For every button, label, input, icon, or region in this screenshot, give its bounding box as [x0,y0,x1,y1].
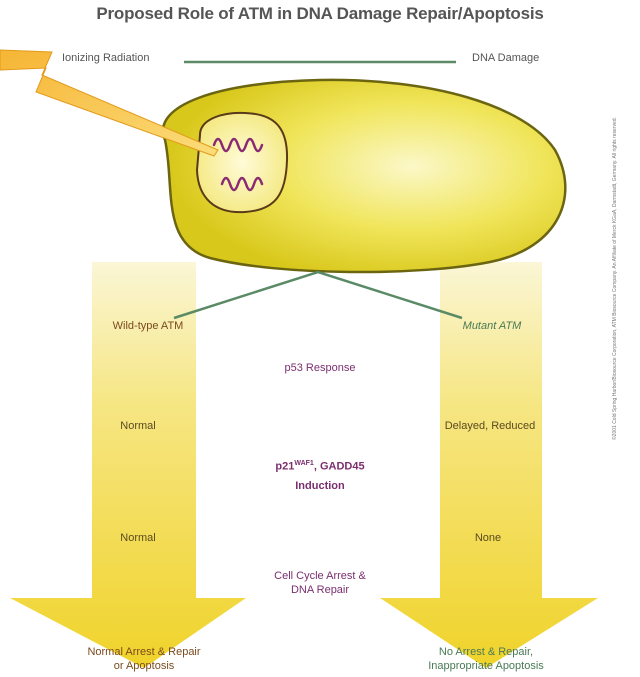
lightning-bolt-icon [0,49,219,157]
wildtype-arrow [10,262,246,668]
wildtype-induction-value: Normal [120,532,156,544]
mutant-p53-value: Delayed, Reduced [444,420,536,432]
dna-strand-icon [212,137,264,153]
diagram-title: Proposed Role of ATM in DNA Damage Repai… [96,4,544,23]
mutant-outcome-line2: Inappropriate Apoptosis [428,660,544,672]
wildtype-outcome-line1: Normal Arrest & Repair [87,646,201,658]
wildtype-outcome-line2: or Apoptosis [113,660,175,672]
mutant-outcome-line1: No Arrest & Repair, [438,646,534,658]
copyright-credit: ©2001 Cold Spring Harbor/Biosource Corpo… [612,117,618,440]
wildtype-atm-label: Wild-type ATM [112,320,184,332]
induction-label: Induction [295,480,345,492]
dna-strand-icon [220,176,264,192]
nucleus [195,111,289,214]
cell-cycle-arrest-label: Cell Cycle Arrest & [274,570,366,582]
dna-damage-label: DNA Damage [472,52,540,64]
branch-connector [173,270,463,320]
mutant-arrow [380,262,598,668]
p53-response-label: p53 Response [284,362,356,374]
mutant-atm-label: Mutant ATM [462,320,522,332]
p21-gadd45-label: p21WAF1, GADD45 [275,460,365,473]
ionizing-radiation-label: Ionizing Radiation [62,52,150,64]
wildtype-p53-value: Normal [120,420,156,432]
mutant-induction-value: None [474,532,502,544]
dna-repair-label: DNA Repair [290,584,350,596]
